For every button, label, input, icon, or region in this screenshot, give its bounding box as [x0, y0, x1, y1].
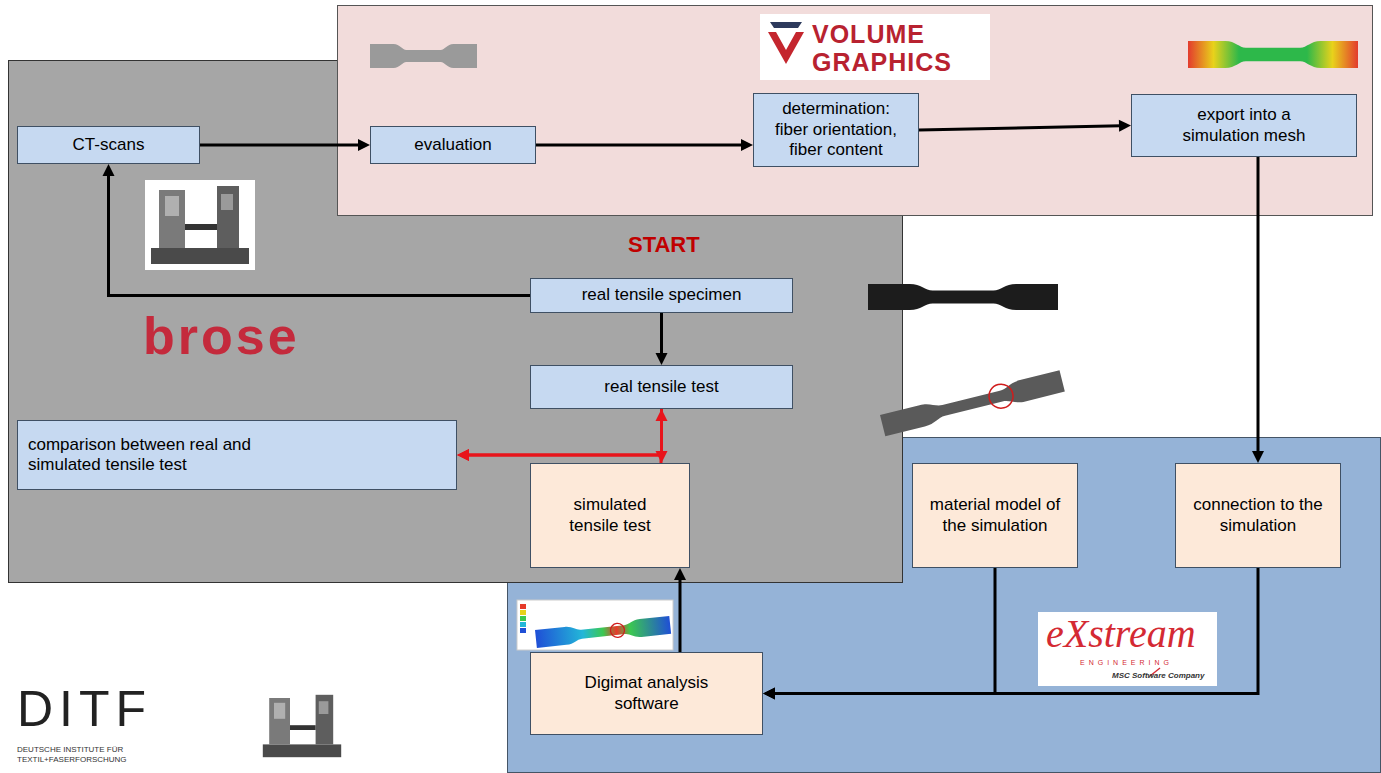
- logo-text: ENGINEERING: [1080, 659, 1173, 666]
- arrow-head: [763, 688, 775, 700]
- arrow-head: [457, 449, 469, 461]
- logo-text: MSC Software Company: [1112, 671, 1204, 681]
- process-box: material model of the simulation: [912, 463, 1078, 568]
- box-text: evaluation: [414, 135, 492, 155]
- legend-bar: [520, 616, 526, 621]
- connector-line: [1257, 157, 1260, 453]
- logo-text: DITF: [17, 684, 152, 734]
- connector-arrow: [763, 568, 995, 700]
- process-box: Digimat analysis software: [530, 652, 763, 735]
- process-box: determination: fiber orientation, fiber …: [753, 93, 919, 167]
- failure-circle: [610, 623, 625, 638]
- region-panel: VOLUME GRAPHICS evaluation determination: …: [337, 5, 1373, 216]
- connector-arrow: [457, 409, 662, 461]
- connector-arrow: [919, 120, 1131, 132]
- connector-line: [467, 409, 662, 455]
- connector-line: [773, 568, 995, 694]
- failure-circle: [986, 382, 1015, 411]
- box-text: connection to the simulation: [1186, 495, 1331, 536]
- process-box: comparison between real and simulated te…: [17, 420, 457, 490]
- simulation-picture: [517, 600, 673, 650]
- ct-machine: [145, 180, 255, 270]
- arrow-head: [358, 139, 370, 151]
- start-label: START: [628, 232, 700, 258]
- legend-bar: [520, 610, 526, 615]
- arrow-head: [741, 139, 753, 151]
- connector-arrow: [763, 568, 1258, 700]
- connector-arrow: [457, 449, 661, 463]
- arrow-head: [674, 568, 686, 580]
- connector-arrow: [103, 164, 531, 296]
- connector-arrow: [1252, 157, 1264, 463]
- box-text: Digimat analysis software: [572, 673, 722, 714]
- box-text: export into a simulation mesh: [1159, 105, 1329, 146]
- legend-bar: [520, 622, 526, 627]
- arrow-head: [457, 449, 469, 461]
- specimen-shape: [535, 616, 671, 648]
- process-box: export into a simulation mesh: [1131, 94, 1357, 157]
- box-text: real tensile specimen: [582, 285, 742, 305]
- connector-line: [200, 144, 360, 147]
- connector-line: [109, 174, 531, 296]
- process-box: real tensile test: [530, 365, 793, 409]
- logo-text: DEUTSCHE INSTITUTE FÜR TEXTIL+FASERFORSC…: [17, 745, 152, 764]
- connector-line: [919, 126, 1121, 130]
- box-text: comparison between real and simulated te…: [28, 435, 288, 476]
- box-text: determination: fiber orientation, fiber …: [766, 99, 906, 160]
- arrow-head: [1252, 451, 1264, 463]
- logo-icon: [770, 22, 802, 28]
- arrow-head: [103, 164, 115, 176]
- arrow-head: [656, 353, 668, 365]
- process-box: real tensile specimen: [530, 278, 793, 313]
- ct-machine: [258, 690, 346, 762]
- connector-line: [536, 144, 743, 147]
- logo-ground: [760, 14, 990, 80]
- box-text: CT-scans: [73, 135, 145, 155]
- logo-text: brose: [143, 310, 300, 362]
- logo-ground: [1038, 612, 1217, 686]
- arrow-head: [763, 688, 775, 700]
- legend-bar: [520, 604, 526, 609]
- box-text: simulated tensile test: [555, 495, 665, 536]
- box-text: material model of the simulation: [923, 495, 1068, 536]
- specimen-broken: [880, 369, 1065, 437]
- connector-arrow: [536, 139, 753, 151]
- process-box: evaluation: [370, 126, 536, 164]
- logo-swoosh: [1150, 668, 1160, 676]
- specimen-photo: [868, 284, 1058, 310]
- connector-line: [773, 568, 1258, 694]
- connector-arrow: [200, 139, 370, 151]
- specimen-shape: [880, 370, 1065, 436]
- specimen-mesh: [1188, 41, 1358, 68]
- connector-line: [679, 578, 682, 652]
- connector-line: [467, 455, 661, 463]
- legend-bar: [520, 628, 526, 633]
- process-box: simulated tensile test: [530, 463, 690, 568]
- process-box: connection to the simulation: [1175, 463, 1341, 568]
- box-text: real tensile test: [604, 377, 718, 397]
- logo-text: eXstream: [1046, 614, 1196, 654]
- specimen-scan: [370, 44, 477, 68]
- arrow-head: [1119, 120, 1131, 132]
- logo-text: VOLUME GRAPHICS: [812, 21, 962, 76]
- connector-line: [660, 313, 663, 355]
- connector-arrow: [656, 313, 668, 365]
- logo-icon: [768, 32, 804, 64]
- connector-arrow: [674, 568, 686, 652]
- process-box: CT-scans: [17, 126, 200, 164]
- simulated-specimen: [535, 616, 671, 648]
